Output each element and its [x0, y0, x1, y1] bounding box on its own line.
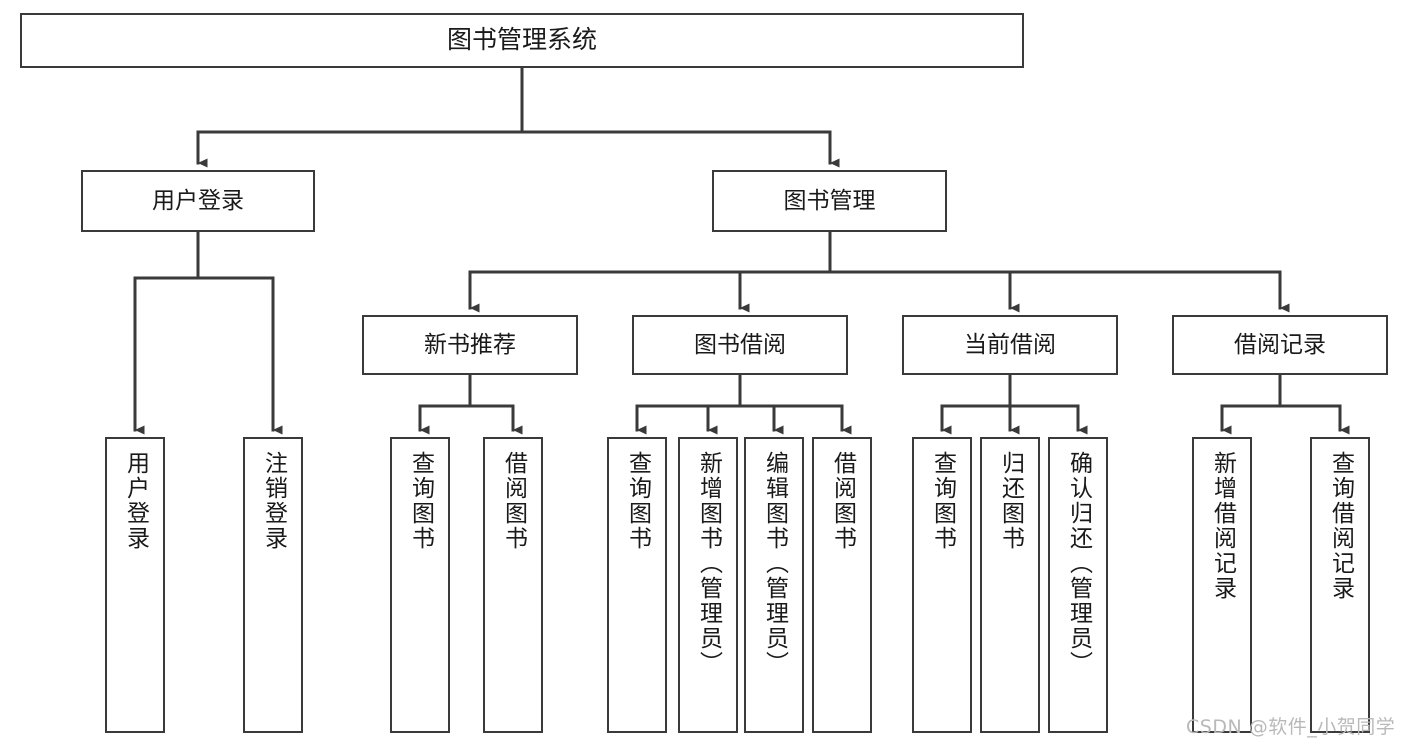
- leaf-current-borrow-query-book-label: 查询图书: [929, 451, 956, 551]
- leaf-new-book-borrow-book-label: 借阅图书: [500, 451, 527, 551]
- node-book-management[interactable]: 图书管理: [712, 170, 947, 232]
- leaf-new-book-query-book-label: 查询图书: [407, 451, 434, 551]
- leaf-user-login-login[interactable]: 用户登录: [105, 437, 165, 733]
- node-borrow-record-label: 借阅记录: [1234, 331, 1326, 358]
- leaf-book-borrow-edit-book-label: 编辑图书（管理员）: [761, 451, 788, 676]
- leaf-new-book-borrow-book[interactable]: 借阅图书: [483, 437, 543, 733]
- node-book-management-label: 图书管理: [783, 187, 876, 214]
- node-current-borrow[interactable]: 当前借阅: [902, 315, 1118, 375]
- leaf-borrow-record-add-record-label: 新增借阅记录: [1209, 451, 1236, 601]
- node-current-borrow-label: 当前借阅: [964, 331, 1056, 358]
- leaf-borrow-record-add-record[interactable]: 新增借阅记录: [1192, 437, 1252, 733]
- leaf-book-borrow-add-book-label: 新增图书（管理员）: [695, 451, 722, 676]
- node-book-borrow-label: 图书借阅: [694, 331, 786, 358]
- node-new-book-recommend-label: 新书推荐: [424, 331, 516, 358]
- leaf-borrow-record-query-record-label: 查询借阅记录: [1327, 451, 1354, 601]
- leaf-user-login-logout[interactable]: 注销登录: [243, 437, 303, 733]
- leaf-current-borrow-confirm-return[interactable]: 确认归还（管理员）: [1048, 437, 1108, 733]
- leaf-borrow-record-query-record[interactable]: 查询借阅记录: [1310, 437, 1370, 733]
- leaf-current-borrow-return-book[interactable]: 归还图书: [980, 437, 1040, 733]
- node-borrow-record[interactable]: 借阅记录: [1172, 315, 1388, 375]
- leaf-user-login-login-label: 用户登录: [122, 451, 149, 551]
- leaf-book-borrow-edit-book[interactable]: 编辑图书（管理员）: [744, 437, 804, 733]
- node-book-borrow[interactable]: 图书借阅: [632, 315, 848, 375]
- node-root-system-label: 图书管理系统: [446, 25, 597, 55]
- leaf-book-borrow-add-book[interactable]: 新增图书（管理员）: [678, 437, 738, 733]
- node-user-login[interactable]: 用户登录: [81, 170, 315, 232]
- leaf-book-borrow-query-book-label: 查询图书: [624, 451, 651, 551]
- leaf-book-borrow-borrow-book-label: 借阅图书: [829, 451, 856, 551]
- leaf-current-borrow-confirm-return-label: 确认归还（管理员）: [1065, 451, 1092, 676]
- leaf-current-borrow-return-book-label: 归还图书: [997, 451, 1024, 551]
- node-new-book-recommend[interactable]: 新书推荐: [362, 315, 578, 375]
- leaf-book-borrow-query-book[interactable]: 查询图书: [607, 437, 667, 733]
- leaf-new-book-query-book[interactable]: 查询图书: [390, 437, 450, 733]
- leaf-user-login-logout-label: 注销登录: [260, 451, 287, 551]
- leaf-book-borrow-borrow-book[interactable]: 借阅图书: [812, 437, 872, 733]
- node-user-login-label: 用户登录: [152, 187, 244, 214]
- node-root-system[interactable]: 图书管理系统: [20, 13, 1024, 68]
- leaf-current-borrow-query-book[interactable]: 查询图书: [912, 437, 972, 733]
